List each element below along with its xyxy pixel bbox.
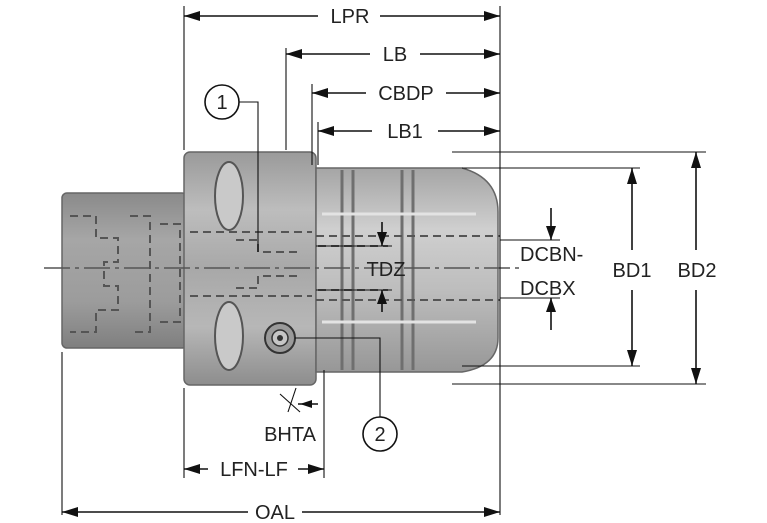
label-bhta: BHTA xyxy=(264,424,317,446)
hidden-lines xyxy=(70,215,500,333)
label-lpr: LPR xyxy=(331,6,370,28)
dim-dcbn-dcbx: DCBN- DCBX xyxy=(520,208,583,330)
dim-bd1: BD1 xyxy=(613,168,652,366)
label-cbdp: CBDP xyxy=(378,83,434,105)
dim-lb1: LB1 xyxy=(318,121,500,143)
label-oal: OAL xyxy=(255,502,295,523)
slot-top xyxy=(214,161,244,231)
callout-1: 1 xyxy=(204,84,259,252)
label-dcbn: DCBN- xyxy=(520,244,583,266)
dim-oal: OAL xyxy=(62,502,500,523)
dim-lpr: LPR xyxy=(184,6,500,28)
label-bd2: BD2 xyxy=(678,260,717,282)
dim-bd2: BD2 xyxy=(678,152,717,384)
dim-bhta: BHTA xyxy=(264,387,318,446)
callout-2: 2 xyxy=(295,337,398,452)
label-dcbx: DCBX xyxy=(520,278,576,300)
shank xyxy=(61,192,188,349)
callout-2-label: 2 xyxy=(374,424,385,446)
dim-lfn-lf: LFN-LF xyxy=(184,456,324,481)
label-lfn-lf: LFN-LF xyxy=(220,459,288,481)
callout-1-label: 1 xyxy=(216,92,227,114)
label-lb: LB xyxy=(383,44,407,66)
dim-cbdp: CBDP xyxy=(312,83,500,105)
label-lb1: LB1 xyxy=(387,121,423,143)
nose-highlights xyxy=(322,212,476,324)
label-bd1: BD1 xyxy=(613,260,652,282)
dim-lb: LB xyxy=(286,44,500,66)
slot-bottom xyxy=(214,301,244,371)
nose-grooves xyxy=(340,170,415,370)
extension-lines xyxy=(61,6,706,515)
label-tdz: TDZ xyxy=(367,259,406,281)
dim-tdz: TDZ xyxy=(367,222,406,312)
